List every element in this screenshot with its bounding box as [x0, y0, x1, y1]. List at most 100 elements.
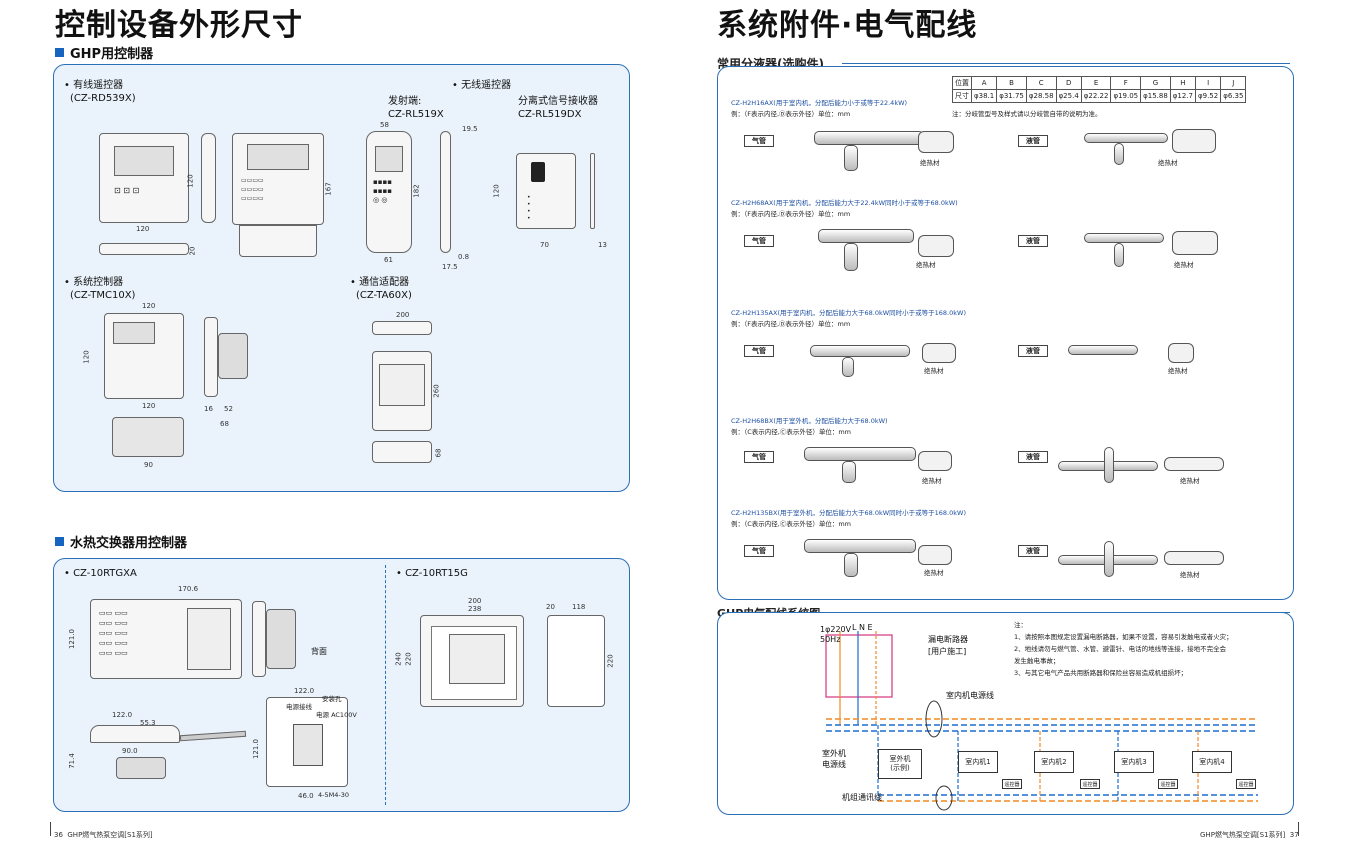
- table-header: B: [996, 76, 1027, 90]
- dim-label: 17.5: [442, 263, 458, 271]
- dim-label: 170.6: [178, 585, 199, 593]
- liquid-branch-leg: [1104, 447, 1114, 483]
- insulation-label: 绝热材: [920, 159, 940, 167]
- branch-model-2: CZ-H2H68AX(用于室内机，分配后能力大于22.4kW同时小于或等于68.…: [718, 195, 1293, 303]
- remote-box-2: 遥控器: [1080, 779, 1100, 789]
- wiring-note: 发生触电事故；: [1014, 657, 1060, 665]
- indoor-power-label: 室内机电源线: [946, 691, 994, 700]
- outdoor-unit-label: 室外机: [889, 755, 911, 763]
- left-page-title: 控制设备外形尺寸: [55, 8, 303, 43]
- table-cell: φ38.1: [970, 89, 998, 103]
- gas-insulation: [918, 451, 952, 471]
- section-ghp-label: GHP用控制器: [70, 47, 154, 62]
- wiring-note: 1、请按照本图规定设置漏电断路器，如果不设置，容易引发触电或者火灾；: [1014, 633, 1233, 641]
- rtgxa-box: [266, 609, 296, 669]
- comm-adapter-bottom: [372, 441, 432, 463]
- section-marker-icon: [55, 537, 64, 546]
- back-note: 电源接线: [286, 703, 312, 711]
- dim-label: 68: [220, 420, 229, 428]
- gas-branch-leg: [844, 243, 858, 271]
- rt15g-model: • CZ-10RT15G: [396, 568, 468, 579]
- panel-divider: [385, 565, 386, 805]
- rtgxa-front: ▭▭ ▭▭▭▭ ▭▭▭▭ ▭▭▭▭ ▭▭▭▭ ▭▭: [90, 599, 242, 679]
- gas-pipe-tag: 气管: [744, 345, 774, 357]
- gas-pipe-tag: 气管: [744, 235, 774, 247]
- liquid-branch-leg: [1104, 541, 1114, 577]
- dim-label: 121.0: [252, 738, 261, 760]
- dim-label: 55.3: [140, 719, 156, 727]
- table-note: 注：分岐管型号及样式请以分岐管自带的说明为准。: [952, 110, 1102, 118]
- rtgxa-top-view: [90, 725, 180, 743]
- wired-remote-name: • 有线遥控器: [64, 80, 124, 91]
- footer-right: GHP燃气热泵空调[S1系列] 37: [1200, 830, 1299, 840]
- indoor-unit-label: 室内机1: [965, 758, 991, 766]
- table-header: G: [1140, 76, 1171, 90]
- dim-label: 182: [412, 184, 421, 198]
- dim-label: 70: [540, 241, 549, 249]
- liquid-branch-pipe: [1068, 345, 1138, 355]
- dim-label: 260: [432, 384, 441, 398]
- branch-pipe-panel: 位置 A B C D E F G H I J 尺寸 φ38.1 φ31.75 φ…: [717, 66, 1294, 600]
- model-title: CZ-H2H135AX(用于室内机，分配后能力大于68.0kW同时小于或等于16…: [731, 309, 966, 317]
- dim-label: 122.0: [112, 711, 133, 719]
- footer-rule-right: [1298, 822, 1299, 836]
- dim-label: 122.0: [294, 687, 315, 695]
- wiring-diagram-svg: [825, 631, 1258, 811]
- table-header: J: [1220, 76, 1247, 90]
- outdoor-power-label: 室外机: [822, 749, 846, 758]
- footer-rule-left: [50, 822, 51, 836]
- dim-label: 71.4: [67, 753, 76, 769]
- dim-label: 58: [380, 121, 389, 129]
- dim-label: 90.0: [122, 747, 138, 755]
- dim-label: 61: [384, 256, 393, 264]
- dim-label: 120: [492, 184, 501, 198]
- dim-label: 46.0: [298, 792, 314, 800]
- right-page-number: 37: [1289, 831, 1299, 839]
- dim-label: 68: [434, 448, 443, 458]
- wired-remote-side: [201, 133, 216, 223]
- model-note: 例：（F表示内径,Ⓓ表示外径）单位：mm: [731, 110, 851, 118]
- insulation-label: 绝热材: [916, 261, 936, 269]
- wired-remote-model: (CZ-RD539X): [70, 93, 136, 104]
- wireless-transmitter-side: [440, 131, 451, 253]
- dim-label: 13: [598, 241, 607, 249]
- dim-label: 120: [142, 302, 156, 310]
- dim-label: 120: [186, 174, 195, 188]
- comm-adapter-top: [372, 321, 432, 335]
- remote-label: 遥控器: [1004, 781, 1020, 788]
- right-footer-text: GHP燃气热泵空调[S1系列]: [1200, 831, 1286, 839]
- wireless-receiver: ••••: [516, 153, 576, 229]
- back-note: 4-5M4-30: [318, 791, 349, 799]
- indoor-unit-1: 室内机1: [958, 751, 998, 773]
- model-title: CZ-H2H68BX(用于室外机，分配后能力大于68.0kW): [731, 417, 888, 425]
- insulation-label: 绝热材: [1168, 367, 1188, 375]
- gas-branch-leg: [842, 461, 856, 483]
- comm-adapter-front: [372, 351, 432, 431]
- insulation-label: 绝热材: [1180, 571, 1200, 579]
- back-note: 电源 AC100V: [316, 711, 357, 719]
- gas-insulation: [918, 545, 952, 565]
- transmitter-model: CZ-RL519X: [388, 109, 444, 120]
- remote-box-3: 遥控器: [1158, 779, 1178, 789]
- remote-label: 遥控器: [1082, 781, 1098, 788]
- footer-left: 36 GHP燃气热泵空调[S1系列]: [54, 830, 153, 840]
- model-note: 例：（F表示内径,Ⓓ表示外径）单位：mm: [731, 320, 851, 328]
- system-controller-back: [112, 417, 184, 457]
- branch-model-4: CZ-H2H68BX(用于室外机，分配后能力大于68.0kW) 例：（C表示内径…: [718, 413, 1293, 509]
- breaker-label: 漏电断路器: [928, 635, 968, 644]
- dim-label: 20: [546, 603, 555, 611]
- gas-branch-pipe: [814, 131, 924, 145]
- liquid-pipe-tag: 液管: [1018, 235, 1048, 247]
- comm-adapter-name: • 通信适配器: [350, 277, 410, 288]
- indoor-unit-label: 室内机2: [1041, 758, 1067, 766]
- model-note: 例：（C表示内径,Ⓒ表示外径）单位：mm: [731, 520, 852, 528]
- liquid-branch-leg: [1114, 243, 1124, 267]
- liquid-pipe-tag: 液管: [1018, 545, 1048, 557]
- table-header: H: [1169, 76, 1197, 90]
- liquid-pipe-tag: 液管: [1018, 135, 1048, 147]
- system-controller-model: (CZ-TMC10X): [70, 290, 136, 301]
- ghp-controller-panel: • 有线遥控器 (CZ-RD539X) ⊡ ⊡ ⊡ 120 120 20 ▭▭▭…: [53, 64, 630, 492]
- section-heat-exchanger-controller: 水热交换器用控制器: [55, 532, 187, 551]
- dim-label: 120: [142, 402, 156, 410]
- wiring-diagram-panel: 1φ220V 50Hz L N E 漏电断路器 [用户施工] 室内机电源线 室外…: [717, 612, 1294, 815]
